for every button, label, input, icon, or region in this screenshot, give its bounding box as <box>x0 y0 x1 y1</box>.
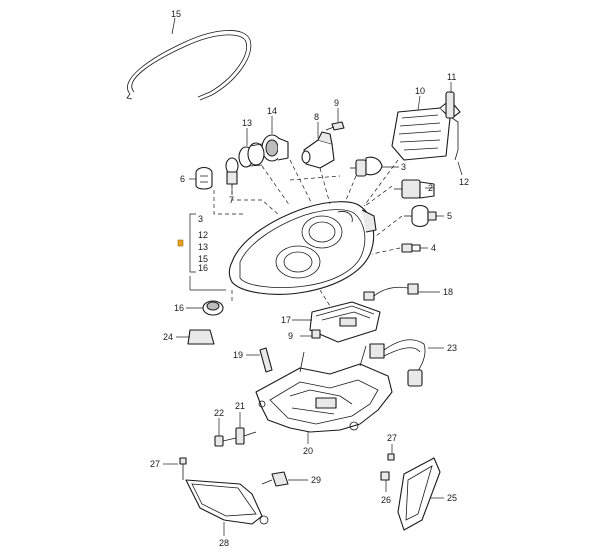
callout-13[interactable]: 13 <box>242 118 252 128</box>
callout-8[interactable]: 8 <box>314 112 319 122</box>
screw-part[interactable] <box>387 453 395 461</box>
callout-5[interactable]: 5 <box>447 211 452 221</box>
callout-15[interactable]: 15 <box>171 9 181 19</box>
leader-line <box>417 95 421 111</box>
callout-2[interactable]: 2 <box>428 183 433 193</box>
cable-18-part[interactable] <box>363 283 419 301</box>
callout-9b[interactable]: 9 <box>288 331 293 341</box>
leader-line <box>171 17 176 35</box>
callout-19[interactable]: 19 <box>233 350 243 360</box>
callout-12[interactable]: 12 <box>459 177 469 187</box>
callout-29[interactable]: 29 <box>311 475 321 485</box>
callout-10[interactable]: 10 <box>415 86 425 96</box>
seal-gasket-part[interactable] <box>126 30 252 101</box>
callout-20[interactable]: 20 <box>303 446 313 456</box>
callout-21[interactable]: 21 <box>235 401 245 411</box>
callout-24[interactable]: 24 <box>163 332 173 342</box>
callout-17[interactable]: 17 <box>281 315 291 325</box>
callout-4[interactable]: 4 <box>431 243 436 253</box>
bracket-item-12[interactable]: 12 <box>198 230 208 240</box>
callout-9[interactable]: 9 <box>334 98 339 108</box>
bulb-socket-part[interactable] <box>225 157 239 185</box>
callout-18[interactable]: 18 <box>443 287 453 297</box>
halogen-bulb-part[interactable] <box>350 156 383 177</box>
explode-lines <box>213 159 403 307</box>
callout-14[interactable]: 14 <box>267 106 277 116</box>
callout-27a[interactable]: 27 <box>150 459 160 469</box>
adjusting-bolt-part[interactable] <box>235 427 257 445</box>
bracket-item-15[interactable]: 15 <box>198 254 208 264</box>
screw-part[interactable] <box>311 329 321 339</box>
bracket-item-16[interactable]: 16 <box>198 263 208 273</box>
callout-3[interactable]: 3 <box>401 162 406 172</box>
callout-23[interactable]: 23 <box>447 343 457 353</box>
foam-pad-part[interactable] <box>187 329 215 345</box>
bracket-group <box>177 213 226 291</box>
clip-part[interactable] <box>259 347 273 373</box>
xenon-bulb-part[interactable] <box>394 179 435 199</box>
callout-26[interactable]: 26 <box>381 495 391 505</box>
callout-11[interactable]: 11 <box>447 72 456 82</box>
parking-bulb-part[interactable] <box>401 243 421 253</box>
leader-line <box>457 161 463 176</box>
mounting-frame-part[interactable] <box>255 345 393 433</box>
headlight-assembly[interactable] <box>228 201 377 295</box>
callout-28[interactable]: 28 <box>219 538 229 548</box>
bolt-part[interactable] <box>214 435 237 447</box>
callout-7[interactable]: 7 <box>229 195 234 205</box>
signal-bulb-part[interactable] <box>404 204 437 228</box>
callout-25[interactable]: 25 <box>447 493 457 503</box>
actuator-part[interactable] <box>301 131 335 169</box>
callout-27b[interactable]: 27 <box>387 433 397 443</box>
screw-part[interactable] <box>179 457 187 480</box>
side-marker-part[interactable] <box>397 457 441 531</box>
fog-bulb-part[interactable] <box>261 471 289 487</box>
callout-6[interactable]: 6 <box>180 174 185 184</box>
projector-housing-part[interactable] <box>391 91 461 161</box>
bracket-item-13[interactable]: 13 <box>198 242 208 252</box>
bulb-holder-part[interactable] <box>238 142 265 168</box>
marker-bulb-part[interactable] <box>195 166 213 190</box>
bracket-item-3[interactable]: 3 <box>198 214 203 224</box>
screw-part[interactable] <box>325 121 345 131</box>
ballast-unit-part[interactable] <box>309 301 381 343</box>
callout-22[interactable]: 22 <box>214 408 224 418</box>
harness-23-part[interactable] <box>369 339 426 387</box>
round-cap-part[interactable] <box>202 300 224 316</box>
bracket-marker <box>177 239 184 247</box>
clip-part[interactable] <box>380 471 390 481</box>
fog-lamp-part[interactable] <box>185 479 269 525</box>
cover-cap-part[interactable] <box>261 134 289 162</box>
callout-16[interactable]: 16 <box>174 303 184 313</box>
